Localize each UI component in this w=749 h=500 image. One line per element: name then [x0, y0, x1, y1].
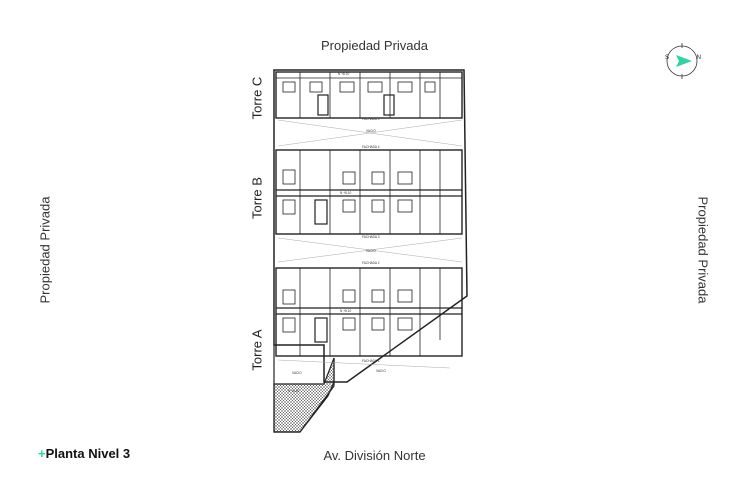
void-label-2: VACIO [366, 249, 376, 253]
void-label-3: VACIO [292, 371, 302, 375]
patio-level: N +6.10 [288, 389, 299, 393]
facade-4-label: FACHADA 4 [362, 145, 380, 149]
compass-icon [666, 43, 698, 79]
street-label: Av. División Norte [323, 448, 426, 463]
tower-a-block [275, 267, 463, 357]
courtyard-1 [277, 119, 463, 147]
void-label-4: VACIO [376, 369, 386, 373]
tower-c-level: N +8.10 [338, 72, 349, 76]
facade-5-label: FACHADA 5 [362, 117, 380, 121]
site-outline [273, 69, 468, 383]
facade-3-label: FACHADA 3 [362, 235, 380, 239]
courtyard-3 [277, 359, 451, 369]
compass-south-label: S [665, 55, 670, 61]
tower-c-block [275, 71, 463, 119]
plan-title: +Planta Nivel 3 [38, 446, 130, 461]
courtyard-2 [277, 237, 463, 263]
title-plus-mark: + [38, 446, 46, 461]
tower-b-block [275, 149, 463, 235]
compass-arrow-icon [676, 55, 692, 67]
plan-title-text: Planta Nivel 3 [45, 446, 131, 461]
compass-north-label: N [696, 55, 701, 61]
facade-2-label: FACHADA 2 [362, 261, 380, 265]
facade-1-label: FACHADA 1 [362, 359, 380, 363]
tower-a-level: N +8.10 [340, 309, 351, 313]
north-boundary-label: Propiedad Privada [321, 38, 428, 53]
hatched-patio [273, 357, 335, 433]
compass: S N [662, 41, 702, 81]
void-label-1: VACIO [366, 129, 376, 133]
tower-b-level: N +8.10 [340, 191, 351, 195]
